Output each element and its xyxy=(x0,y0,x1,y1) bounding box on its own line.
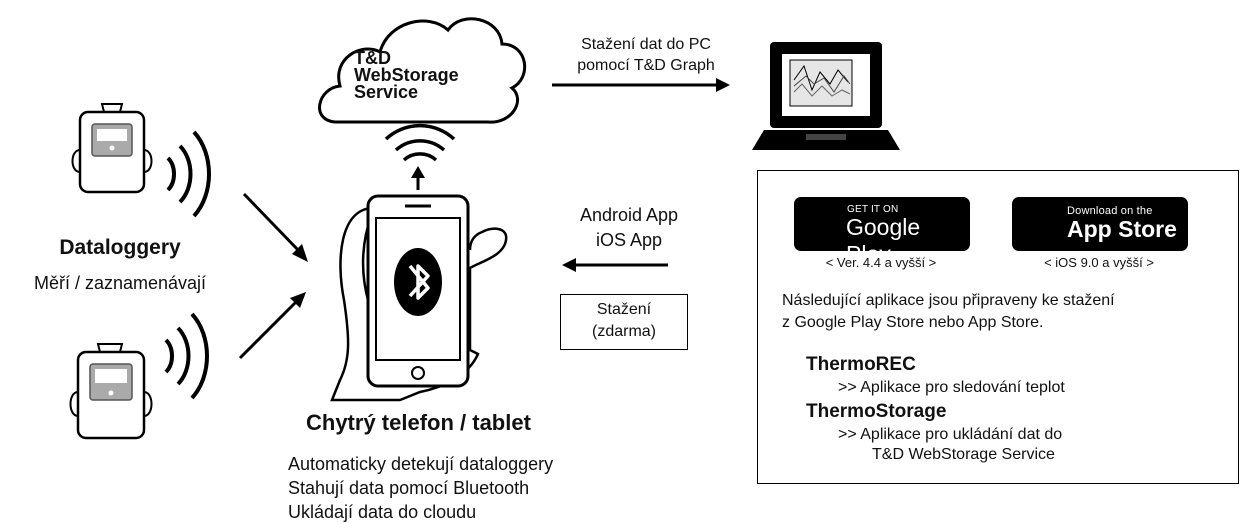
download-line1: Stažení xyxy=(596,301,652,318)
cloud-line2: WebStorage xyxy=(354,65,459,85)
upload-arrow-icon xyxy=(411,166,425,190)
dataloggers-title: Dataloggery xyxy=(59,236,181,259)
app-desc-thermorec: >> Aplikace pro sledování teplot xyxy=(838,379,1065,396)
google-play-big-text: Google Play xyxy=(846,214,921,267)
app-name-thermostorage: ThermoStorage xyxy=(806,401,947,422)
download-free-box: Stažení (zdarma) xyxy=(560,294,688,350)
cloud-label: T&D WebStorage Service xyxy=(354,48,459,102)
phone-title: Chytrý telefon / tablet xyxy=(306,410,531,435)
logger-bottom-signal-icon xyxy=(164,312,209,400)
info-line1: Následující aplikace jsou připraveny ke … xyxy=(782,292,1115,309)
arrow-cloud-to-pc xyxy=(552,78,730,92)
info-intro: Následující aplikace jsou připraveny ke … xyxy=(782,290,1115,334)
cloud-line1: T&D xyxy=(354,48,391,68)
cloud-icon xyxy=(318,17,527,124)
phone-features: Automaticky detekují dataloggery Stahují… xyxy=(288,452,553,524)
cloud-line3: Service xyxy=(354,82,419,102)
pc-transfer-line1: Stažení dat do PC xyxy=(581,36,711,53)
google-play-version: < Ver. 4.4 a vyšší > xyxy=(825,255,937,270)
pc-transfer-line2: pomocí T&D Graph xyxy=(577,57,715,74)
info-line2: z Google Play Store nebo App Store. xyxy=(782,314,1044,331)
app-desc-thermostorage-2: T&D WebStorage Service xyxy=(872,446,1055,463)
app-store-version: < iOS 9.0 a vyšší > xyxy=(1044,255,1154,270)
bluetooth-icon xyxy=(394,248,442,316)
app-store-small-text: Download on the xyxy=(1067,205,1153,217)
arrow-apps-to-phone xyxy=(562,258,668,272)
arrow-logger-bottom-to-phone xyxy=(238,292,306,360)
ios-app-label: iOS App xyxy=(595,230,663,250)
app-store-button[interactable]: Download on the App Store xyxy=(1012,197,1188,251)
phone-feature-1: Automaticky detekují dataloggery xyxy=(288,454,554,474)
google-play-small-text: GET IT ON xyxy=(847,204,899,215)
laptop-icon xyxy=(752,42,900,150)
app-desc-thermostorage-1: >> Aplikace pro ukládání dat do xyxy=(838,426,1063,443)
phone-feature-2: Stahují data pomocí Bluetooth xyxy=(288,478,530,498)
google-play-button[interactable]: GET IT ON Google Play xyxy=(794,197,970,267)
android-app-label: Android App xyxy=(579,205,679,225)
wireless-signal-icon xyxy=(384,123,456,162)
datalogger-bottom-icon xyxy=(69,343,153,440)
app-name-thermorec: ThermoREC xyxy=(806,354,916,375)
pc-transfer-label: Stažení dat do PC pomocí T&D Graph xyxy=(558,34,734,76)
logger-top-signal-icon xyxy=(166,130,211,218)
phone-feature-3: Ukládají data do cloudu xyxy=(288,502,477,522)
app-store-big-text: App Store xyxy=(1067,216,1177,242)
datalogger-top-icon xyxy=(71,103,153,194)
download-line2: (zdarma) xyxy=(591,323,656,340)
arrow-logger-top-to-phone xyxy=(242,192,308,262)
apps-label: Android App iOS App xyxy=(556,203,702,253)
app-info-box xyxy=(757,170,1239,484)
dataloggers-subtitle: Měří / zaznamenávají xyxy=(33,273,207,293)
